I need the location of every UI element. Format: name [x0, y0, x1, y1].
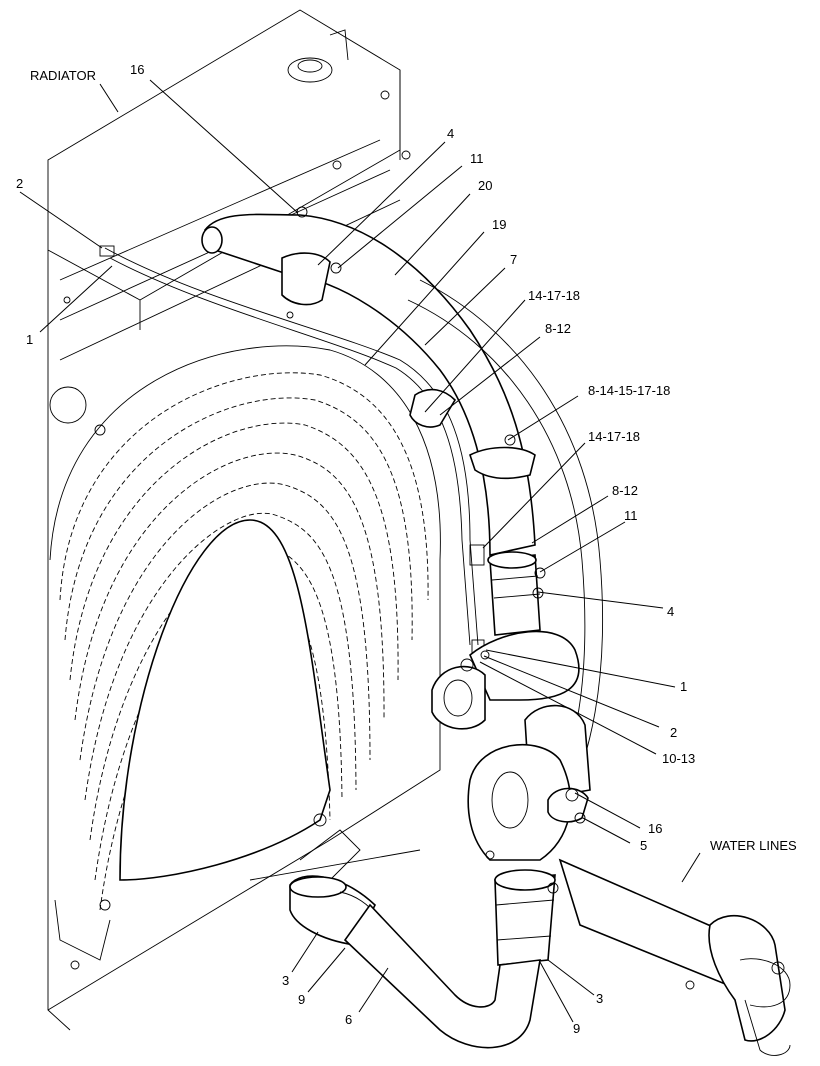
callout-19: 19	[492, 217, 506, 232]
callout-9-right: 9	[573, 1021, 580, 1036]
callout-6: 6	[345, 1012, 352, 1027]
callout-14-17-18-b: 14-17-18	[588, 429, 640, 444]
callout-5: 5	[640, 838, 647, 853]
callout-2-left: 2	[16, 176, 23, 191]
callout-3-right: 3	[596, 991, 603, 1006]
callout-10-13: 10-13	[662, 751, 695, 766]
callout-11-top: 11	[470, 151, 484, 166]
callout-20: 20	[478, 178, 492, 193]
callout-14-17-18-a: 14-17-18	[528, 288, 580, 303]
leader-lines	[19, 79, 701, 1023]
callout-8-12-b: 8-12	[612, 483, 638, 498]
upper-water-pipe	[201, 206, 536, 556]
fan-shroud	[49, 345, 441, 970]
callout-16-bottom: 16	[648, 821, 662, 836]
callout-2-right: 2	[670, 725, 677, 740]
callout-3-left: 3	[282, 973, 289, 988]
callout-1-right: 1	[680, 679, 687, 694]
callout-7: 7	[510, 252, 517, 267]
callout-11-mid: 11	[624, 508, 638, 523]
callout-4-mid: 4	[667, 604, 674, 619]
callout-1-left: 1	[26, 332, 33, 347]
label-water-lines: WATER LINES	[710, 838, 797, 853]
callout-labels: RADIATOR 16 4 11 20 19 7 14-17-18 8-12 8…	[16, 62, 797, 1036]
lower-hoses	[289, 869, 559, 1049]
callout-4-top: 4	[447, 126, 454, 141]
callout-9-left: 9	[298, 992, 305, 1007]
pump-hose-block	[431, 551, 580, 730]
callout-8-12-a: 8-12	[545, 321, 571, 336]
callout-8-14-15-17-18: 8-14-15-17-18	[588, 383, 670, 398]
thermostat-housing	[467, 704, 591, 861]
callout-16-top: 16	[130, 62, 144, 77]
label-radiator: RADIATOR	[30, 68, 96, 83]
water-lines-tube	[558, 858, 791, 1056]
